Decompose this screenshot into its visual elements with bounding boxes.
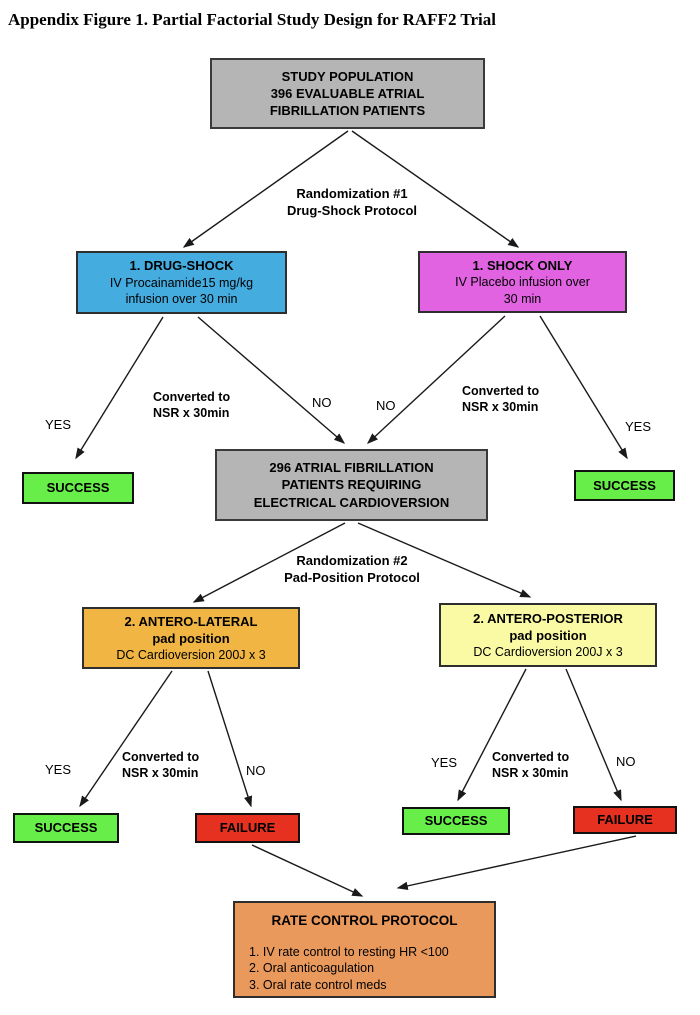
yes-label: YES: [625, 419, 652, 434]
box-line: IV Procainamide15 mg/kg: [109, 275, 254, 290]
success-box: SUCCESS: [22, 472, 134, 504]
arrow: [565, 668, 622, 802]
box-line: 396 EVALUABLE ATRIAL: [270, 85, 425, 101]
box-line: 296 ATRIAL FIBRILLATION: [269, 460, 434, 476]
drug-shock-box: 1. DRUG-SHOCK IV Procainamide15 mg/kg in…: [76, 251, 287, 314]
box-subheading: pad position: [152, 630, 230, 646]
box-heading: RATE CONTROL PROTOCOL: [271, 913, 458, 928]
antero-posterior-box: 2. ANTERO-POSTERIOR pad position DC Card…: [439, 603, 657, 667]
box-line: infusion over 30 min: [125, 292, 238, 307]
box-heading: 1. DRUG-SHOCK: [129, 258, 234, 274]
rate-control-items: 1. IV rate control to resting HR <100 2.…: [235, 944, 494, 994]
box-heading: 1. SHOCK ONLY: [472, 257, 573, 273]
figure-title: Appendix Figure 1. Partial Factorial Stu…: [8, 10, 496, 29]
box-line: STUDY POPULATION: [281, 68, 414, 84]
yes-label: YES: [45, 417, 72, 432]
converted-nsr-label: Converted to NSR x 30min: [492, 750, 570, 781]
list-item: 1. IV rate control to resting HR <100: [249, 944, 449, 959]
randomization-1-label: Randomization #1 Drug-Shock Protocol: [286, 186, 417, 218]
arrow: [79, 670, 173, 808]
converted-nsr-label: Converted to NSR x 30min: [462, 384, 540, 415]
arrow: [207, 670, 253, 808]
box-heading: 2. ANTERO-LATERAL: [124, 613, 258, 629]
yes-label: YES: [45, 762, 72, 777]
box-subheading: pad position: [509, 627, 587, 643]
randomization-2-label: Randomization #2 Pad-Position Protocol: [284, 553, 420, 585]
arrow: [75, 316, 164, 460]
rate-control-protocol-box: RATE CONTROL PROTOCOL 1. IV rate control…: [233, 901, 496, 998]
no-label: NO: [246, 763, 266, 778]
box-line: 30 min: [503, 291, 542, 306]
failure-box: FAILURE: [195, 813, 300, 843]
success-box: SUCCESS: [402, 807, 510, 835]
box-line: IV Placebo infusion over: [455, 275, 590, 290]
box-line: FIBRILLATION PATIENTS: [269, 103, 426, 119]
box-line: DC Cardioversion 200J x 3: [473, 644, 623, 659]
success-box: SUCCESS: [574, 470, 675, 501]
box-line: PATIENTS REQUIRING: [281, 477, 422, 493]
converted-nsr-label: Converted to NSR x 30min: [122, 750, 200, 781]
antero-lateral-box: 2. ANTERO-LATERAL pad position DC Cardio…: [82, 607, 300, 669]
cardioversion-population-box: 296 ATRIAL FIBRILLATION PATIENTS REQUIRI…: [215, 449, 488, 521]
converted-nsr-label: Converted to NSR x 30min: [153, 390, 231, 421]
no-label: NO: [312, 395, 332, 410]
list-item: 3. Oral rate control meds: [249, 977, 387, 992]
failure-box: FAILURE: [573, 806, 677, 834]
study-population-box: STUDY POPULATION 396 EVALUABLE ATRIAL FI…: [210, 58, 485, 129]
no-label: NO: [616, 754, 636, 769]
success-box: SUCCESS: [13, 813, 119, 843]
arrow: [251, 844, 364, 897]
arrow: [396, 835, 637, 891]
arrow: [539, 315, 628, 460]
arrow: [197, 316, 346, 444]
box-heading: 2. ANTERO-POSTERIOR: [473, 610, 623, 626]
list-item: 2. Oral anticoagulation: [249, 961, 375, 976]
shock-only-box: 1. SHOCK ONLY IV Placebo infusion over 3…: [418, 251, 627, 313]
no-label: NO: [376, 398, 396, 413]
box-line: DC Cardioversion 200J x 3: [116, 647, 266, 662]
box-line: ELECTRICAL CARDIOVERSION: [253, 494, 450, 510]
arrow: [366, 315, 506, 444]
yes-label: YES: [431, 755, 458, 770]
